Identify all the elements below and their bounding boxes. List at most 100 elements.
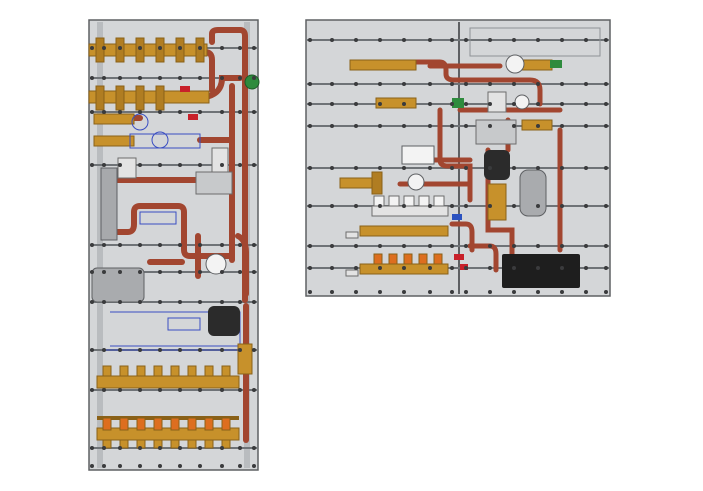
mounting-bolt	[102, 46, 106, 50]
mounting-bolt	[220, 110, 224, 114]
mounting-bolt	[450, 266, 454, 270]
mounting-bolt	[330, 82, 334, 86]
mounting-bolt	[488, 204, 492, 208]
mounting-bolt	[158, 243, 162, 247]
manifold-cap	[170, 365, 180, 377]
mounting-bolt	[330, 102, 334, 106]
mounting-bolt	[90, 163, 94, 167]
left-panel	[88, 19, 260, 471]
mounting-bolt	[354, 204, 358, 208]
mounting-bolt	[354, 244, 358, 248]
mounting-bolt	[138, 46, 142, 50]
mounting-bolt	[138, 76, 142, 80]
mounting-bolt	[560, 290, 564, 294]
mounting-bolt	[198, 243, 202, 247]
mounting-bolt	[450, 38, 454, 42]
mounting-bolt	[354, 124, 358, 128]
mounting-bolt	[604, 290, 608, 294]
mounting-bolt	[354, 266, 358, 270]
mounting-bolt	[330, 38, 334, 42]
mounting-bolt	[90, 110, 94, 114]
mounting-bolt	[378, 166, 382, 170]
mounting-bolt	[378, 38, 382, 42]
mounting-bolt	[450, 204, 454, 208]
manifold-vent	[373, 253, 383, 265]
mounting-bolt	[354, 102, 358, 106]
mounting-bolt	[450, 166, 454, 170]
pipe	[115, 203, 187, 237]
mounting-bolt	[252, 270, 256, 274]
mounting-bolt	[560, 266, 564, 270]
manifold-cap	[204, 365, 214, 377]
mounting-bolt	[138, 388, 142, 392]
mounting-bolt	[604, 124, 608, 128]
mounting-bolt	[252, 464, 256, 468]
manifold-cap	[102, 365, 112, 377]
mounting-bolt	[238, 243, 242, 247]
mounting-bolt	[604, 38, 608, 42]
mounting-bolt	[252, 76, 256, 80]
vent-valve	[345, 231, 359, 239]
mounting-bolt	[560, 82, 564, 86]
mounting-bolt	[604, 266, 608, 270]
mounting-bolt	[308, 82, 312, 86]
mounting-bolt	[178, 110, 182, 114]
mounting-bolt	[308, 244, 312, 248]
mounting-bolt	[378, 102, 382, 106]
mounting-bolt	[536, 82, 540, 86]
mounting-bolt	[536, 244, 540, 248]
mounting-bolt	[604, 244, 608, 248]
mounting-bolt	[560, 204, 564, 208]
mounting-bolt	[308, 290, 312, 294]
manifold-vent	[403, 253, 413, 265]
mounting-bolt	[220, 76, 224, 80]
mounting-bolt	[512, 82, 516, 86]
mounting-bolt	[428, 244, 432, 248]
mounting-bolt	[536, 102, 540, 106]
mounting-bolt	[464, 82, 468, 86]
mounting-bolt	[158, 388, 162, 392]
mounting-bolt	[158, 46, 162, 50]
mounting-bolt	[584, 204, 588, 208]
mounting-bolt	[102, 388, 106, 392]
mounting-bolt	[428, 124, 432, 128]
mounting-bolt	[118, 243, 122, 247]
left-manifold-lower	[96, 365, 240, 449]
mounting-bolt	[90, 300, 94, 304]
mounting-bolt	[560, 102, 564, 106]
mounting-bolt	[354, 82, 358, 86]
mounting-bolt	[330, 290, 334, 294]
manifold-cap	[153, 365, 163, 377]
manifold-vent	[204, 417, 214, 431]
mounting-bolt	[604, 82, 608, 86]
manifold-vent	[170, 417, 180, 431]
mounting-bolt	[354, 166, 358, 170]
flow-meter	[401, 145, 435, 165]
mounting-bolt	[488, 124, 492, 128]
mounting-bolt	[118, 76, 122, 80]
mounting-bolt	[118, 110, 122, 114]
mounting-bolt	[118, 163, 122, 167]
mounting-bolt	[252, 110, 256, 114]
mounting-bolt	[428, 204, 432, 208]
mounting-bolt	[138, 446, 142, 450]
mounting-bolt	[198, 446, 202, 450]
mounting-bolt	[158, 464, 162, 468]
mounting-bolt	[402, 244, 406, 248]
mounting-bolt	[464, 124, 468, 128]
mounting-bolt	[330, 124, 334, 128]
mounting-bolt	[138, 270, 142, 274]
mounting-bolt	[536, 266, 540, 270]
top-bracket	[469, 27, 601, 57]
heat-exchanger	[100, 167, 118, 241]
mounting-bolt	[402, 124, 406, 128]
pressure-gauge	[514, 94, 530, 110]
mounting-bolt	[560, 166, 564, 170]
circulation-pump	[208, 306, 253, 375]
manifold-vent	[102, 417, 112, 431]
mounting-bolt	[102, 348, 106, 352]
mounting-bolt	[198, 46, 202, 50]
mounting-bolt	[308, 124, 312, 128]
mounting-bolt	[102, 110, 106, 114]
